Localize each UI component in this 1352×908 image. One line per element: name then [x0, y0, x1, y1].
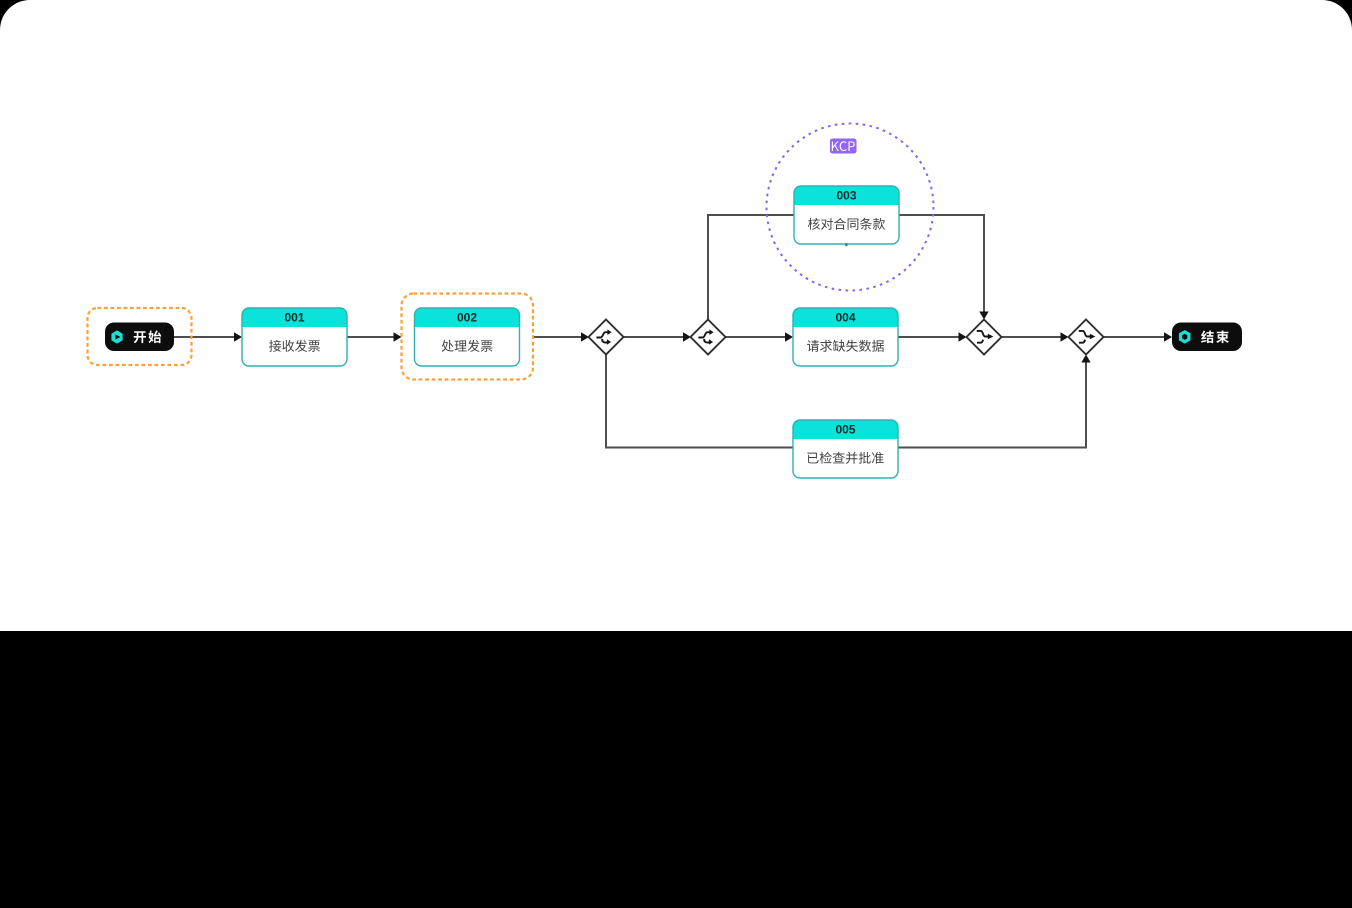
- svg-text:001: 001: [284, 311, 304, 325]
- svg-text:002: 002: [457, 311, 477, 325]
- svg-text:004: 004: [835, 311, 855, 325]
- svg-text:005: 005: [835, 423, 855, 437]
- svg-text:003: 003: [836, 189, 856, 203]
